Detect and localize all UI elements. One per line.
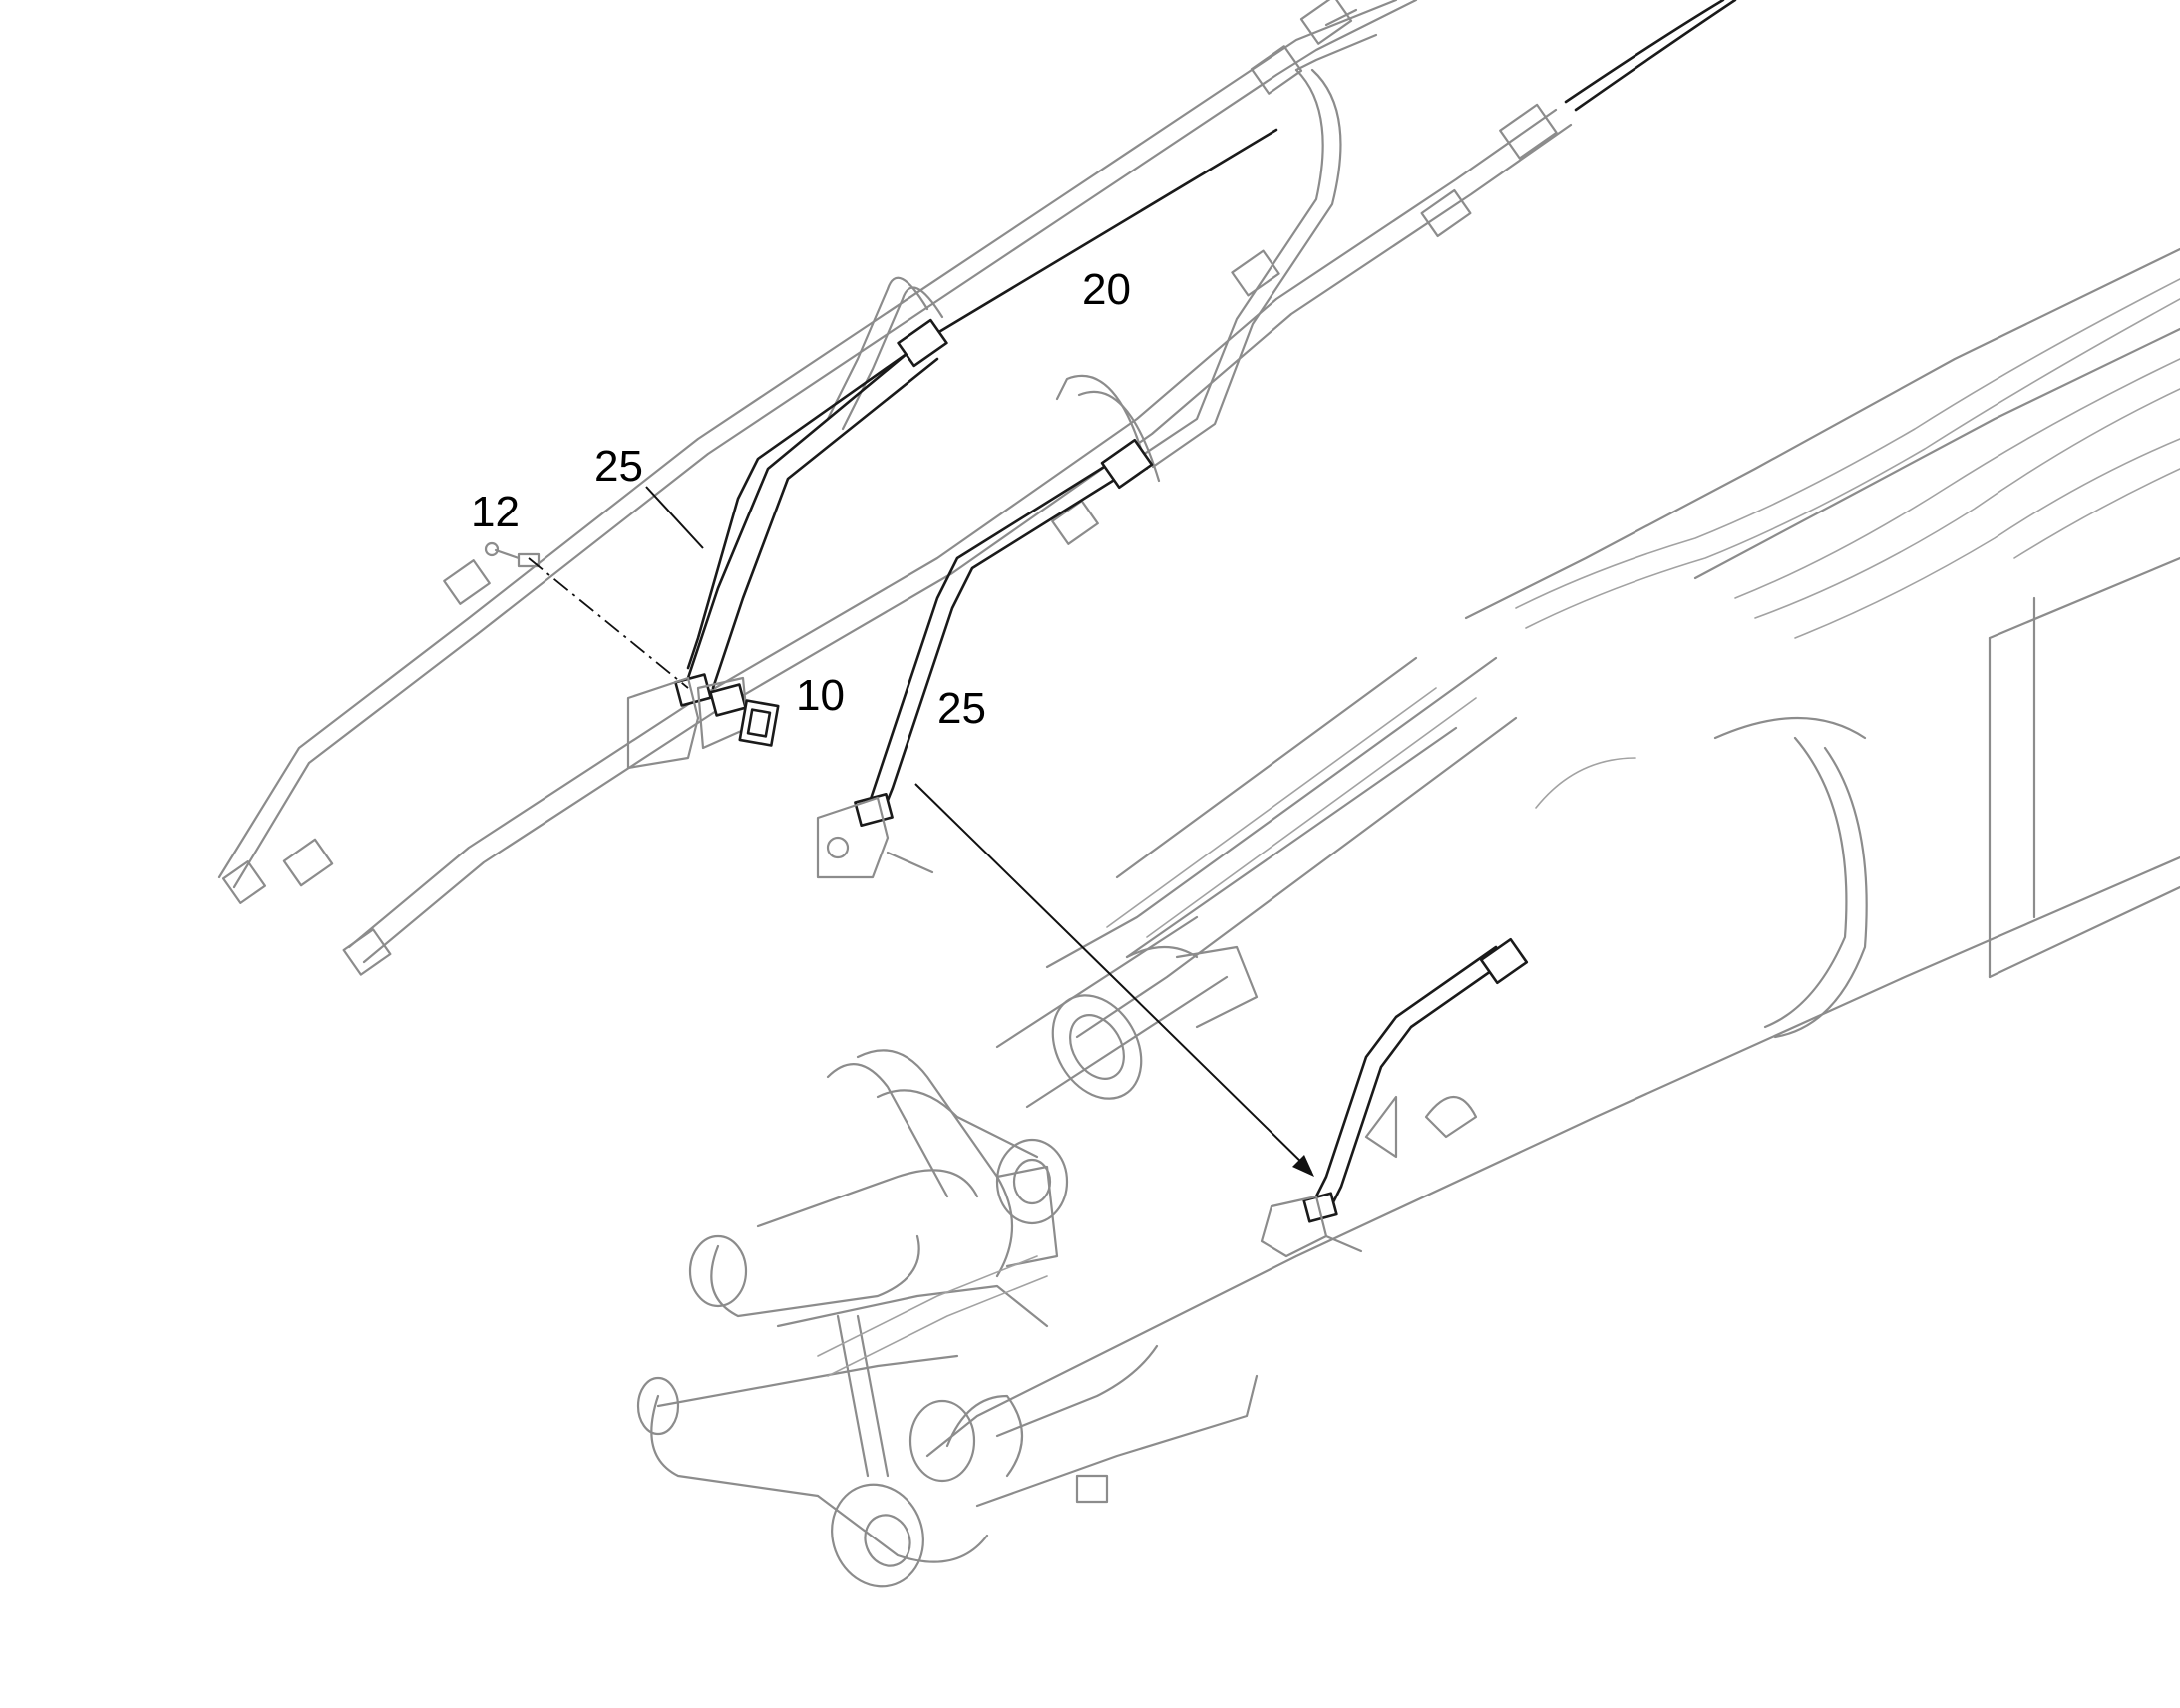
leader-lines bbox=[528, 486, 1314, 1177]
callout-labels: 20 25 12 10 25 bbox=[471, 265, 1131, 733]
callout-10: 10 bbox=[796, 671, 845, 720]
callout-20: 20 bbox=[1082, 265, 1131, 314]
arrowhead bbox=[1292, 1155, 1314, 1177]
callout-25-upper: 25 bbox=[594, 442, 643, 491]
highlighted-lines bbox=[674, 0, 1737, 1223]
callout-25-lower: 25 bbox=[937, 684, 986, 733]
callout-12: 12 bbox=[471, 488, 520, 536]
valve-blocks bbox=[484, 541, 1363, 1258]
boom-assembly bbox=[636, 8, 2180, 1588]
upper-hose-lines bbox=[217, 0, 1573, 1504]
